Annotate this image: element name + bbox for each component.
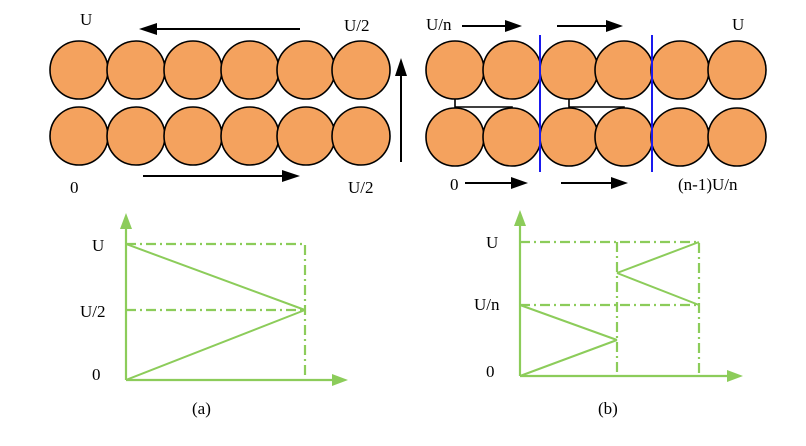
cell [49,106,109,166]
cell [331,106,391,166]
graph-a: U U/2 0 (a) [80,213,348,418]
cell-array-b-top [425,40,767,100]
graph-b-y-axis [514,210,526,376]
graph-b-y-label-mid: U/n [474,295,500,314]
current-arrow-right-up [395,58,407,162]
label-top-right: U/2 [344,16,370,35]
cell [106,40,166,100]
current-arrow-b-top-2 [557,20,623,32]
cell-array-b-bottom [425,107,767,167]
graph-a-potential-top [125,243,306,311]
cell [49,40,109,100]
cell [425,40,485,100]
graph-b-segment-1-bottom [519,339,618,377]
graph-b-level-top [520,240,701,376]
cell [594,40,654,100]
cell [276,106,336,166]
cell [331,40,391,100]
cell [707,107,767,167]
graph-b-segment-2-bottom [616,272,700,306]
graph-a-y-label-top: U [92,236,104,255]
cell [482,107,542,167]
graph-a-caption: (a) [192,399,211,418]
current-arrow-bottom-right [143,170,300,182]
graph-a-level-top [126,242,307,380]
graph-b-segment-1-top [519,304,618,341]
label-bottom-left: 0 [70,178,79,197]
graph-b-segment-2-top [616,241,700,274]
cell [707,40,767,100]
cell [594,107,654,167]
cell [276,40,336,100]
current-arrow-b-bottom-1 [465,177,528,189]
graph-a-y-label-origin: 0 [92,365,101,384]
cell [650,40,710,100]
label-bottom-right: U/2 [348,178,374,197]
graph-a-y-axis [120,213,132,380]
cell-array-a-top [49,40,391,100]
diagram-b: U/n U 0 (n-1)U/n [425,15,767,194]
interconnect-wire-2 [568,99,625,108]
label-top-left: U [80,10,92,29]
cell [425,107,485,167]
diagram-a: U U/2 0 U/2 [49,10,407,197]
cell [106,106,166,166]
graph-b-x-axis [520,370,743,382]
cell [220,106,280,166]
label-bottom-right: (n-1)U/n [678,175,738,194]
cell [539,40,599,100]
cell-array-a-bottom [49,106,391,166]
cell [163,40,223,100]
cell [163,106,223,166]
graph-a-potential-bottom [125,309,306,381]
cell [650,107,710,167]
graph-b-y-label-top: U [486,233,498,252]
label-top-left: U/n [426,15,452,34]
interconnect-wire-1 [454,99,513,108]
graph-b-caption: (b) [598,399,618,418]
cell [220,40,280,100]
graph-b-y-label-origin: 0 [486,362,495,381]
graph-b: U U/n 0 (b) [474,210,743,418]
current-arrow-b-top-1 [462,20,522,32]
cell [539,107,599,167]
current-arrow-b-bottom-2 [561,177,628,189]
label-bottom-left: 0 [450,175,459,194]
current-arrow-top-left [139,23,300,35]
graph-a-y-label-mid: U/2 [80,302,106,321]
label-top-right: U [732,15,744,34]
graph-a-x-axis [126,374,348,386]
cell [482,40,542,100]
